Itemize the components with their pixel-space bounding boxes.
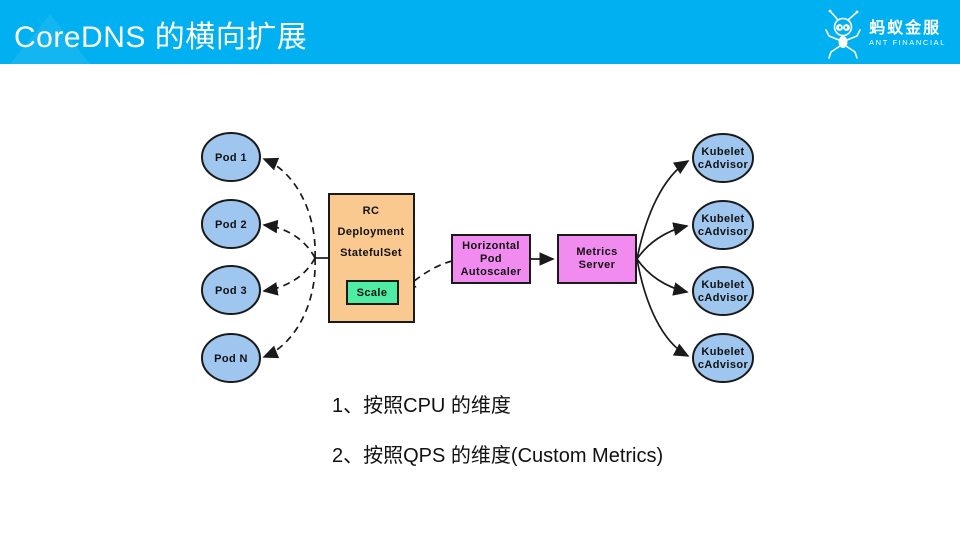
pod-3-label: Pod 3 bbox=[215, 285, 247, 297]
kubelet-2-line-1: Kubelet bbox=[701, 213, 744, 225]
edge-metrics-to-kubelet4 bbox=[636, 258, 690, 357]
ant-icon bbox=[825, 9, 861, 59]
logo-text: 蚂蚁金服 ANT FINANCIAL bbox=[869, 20, 946, 48]
kubelet-4-line-2: cAdvisor bbox=[698, 359, 749, 371]
kubelet-node-4: Kubelet cAdvisor bbox=[692, 333, 754, 383]
edge-controller-to-pod2 bbox=[262, 219, 316, 259]
scale-label: Scale bbox=[357, 287, 388, 299]
pod-2-label: Pod 2 bbox=[215, 219, 247, 231]
edge-metrics-to-kubelet1 bbox=[636, 160, 690, 260]
kubelet-node-1: Kubelet cAdvisor bbox=[692, 133, 754, 183]
ant-financial-logo: 蚂蚁金服 ANT FINANCIAL bbox=[821, 8, 946, 60]
kubelet-1-line-2: cAdvisor bbox=[698, 159, 749, 171]
note-qps: 2、按照QPS 的维度(Custom Metrics) bbox=[332, 445, 664, 467]
metrics-line-2: Server bbox=[579, 259, 616, 271]
scale-box bbox=[346, 280, 399, 305]
kubelet-node-3: Kubelet cAdvisor bbox=[692, 266, 754, 316]
pod-n-label: Pod N bbox=[214, 353, 248, 365]
controller-line-deployment: Deployment bbox=[338, 226, 405, 238]
kubelet-2-line-2: cAdvisor bbox=[698, 226, 749, 238]
logo-subtitle: ANT FINANCIAL bbox=[869, 38, 946, 47]
controller-box: RC Deployment StatefulSet Scale bbox=[328, 193, 415, 323]
metrics-server-box: Metrics Server bbox=[557, 234, 637, 284]
hpa-line-3: Autoscaler bbox=[461, 266, 522, 278]
hpa-box: Horizontal Pod Autoscaler bbox=[451, 234, 531, 284]
kubelet-1-line-1: Kubelet bbox=[701, 146, 744, 158]
pod-node-n: Pod N bbox=[201, 333, 261, 383]
pod-node-1: Pod 1 bbox=[201, 132, 261, 182]
pod-1-label: Pod 1 bbox=[215, 152, 247, 164]
slide-header: CoreDNS 的横向扩展 bbox=[0, 0, 960, 64]
edge-controller-to-pod1 bbox=[262, 157, 316, 259]
kubelet-4-line-1: Kubelet bbox=[701, 346, 744, 358]
pod-node-3: Pod 3 bbox=[201, 265, 261, 315]
hpa-line-2: Pod bbox=[480, 253, 502, 265]
edge-controller-to-podN bbox=[262, 257, 316, 359]
hpa-line-1: Horizontal bbox=[462, 240, 520, 252]
controller-line-statefulset: StatefulSet bbox=[340, 247, 402, 259]
notes-list: 1、按照CPU 的维度 2、按照QPS 的维度(Custom Metrics) bbox=[332, 394, 663, 494]
controller-line-rc: RC bbox=[363, 205, 380, 217]
note-cpu: 1、按照CPU 的维度 bbox=[332, 395, 511, 417]
page-title: CoreDNS 的横向扩展 bbox=[14, 21, 308, 54]
kubelet-3-line-2: cAdvisor bbox=[698, 292, 749, 304]
pod-node-2: Pod 2 bbox=[201, 199, 261, 249]
logo-name: 蚂蚁金服 bbox=[869, 20, 942, 37]
edge-metrics-to-kubelet2 bbox=[636, 222, 689, 260]
edge-controller-to-pod3 bbox=[262, 257, 316, 296]
kubelet-node-2: Kubelet cAdvisor bbox=[692, 200, 754, 250]
metrics-line-1: Metrics bbox=[576, 246, 617, 258]
kubelet-3-line-1: Kubelet bbox=[701, 279, 744, 291]
architecture-diagram: Pod 1 Pod 2 Pod 3 Pod N RC Deployment St… bbox=[201, 132, 754, 383]
edge-metrics-to-kubelet3 bbox=[636, 258, 689, 296]
